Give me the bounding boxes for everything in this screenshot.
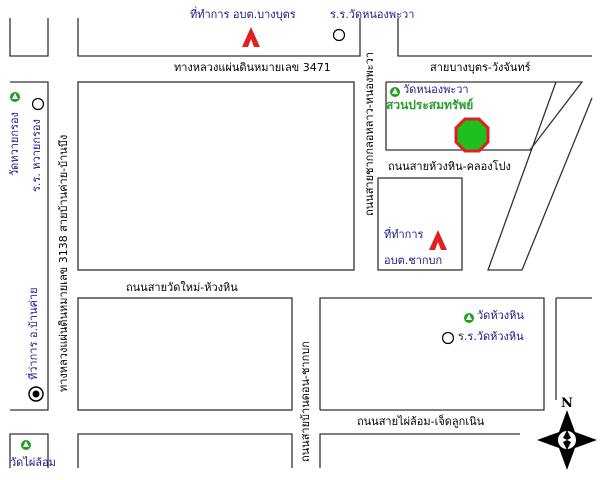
place-school-huaisai: ร.ร. หวายกรอง <box>30 119 43 192</box>
place-wat-huaisai: วัดหวายกรอง <box>8 112 21 176</box>
road-outlines <box>9 18 593 468</box>
place-school-nongpawa: ร.ร.วัดหนองพะวา <box>330 8 415 21</box>
road-label-chakklao-nongpawa: ถนนสายชากกลอหลาว-หนองพะวา <box>363 52 376 216</box>
red-tent-marker-icon <box>241 25 261 53</box>
place-office-bangbut: ที่ทำการ อบต.บางบุตร <box>190 8 296 21</box>
road-label-hw3138: ทางหลวงแผ่นดินหมายเลข 3138 สายบ้านค่าย-บ… <box>57 134 70 392</box>
temple-icon <box>389 83 401 102</box>
place-school-huaihin: ร.ร.วัดห้วงหิน <box>458 330 524 343</box>
place-office-chakbok-line2: อบต.ชากบก <box>384 254 443 267</box>
compass-rose <box>537 410 597 470</box>
road-label-bandon-chakbok: ถนนสายบ้านดอน-ชากบก <box>299 341 312 462</box>
road-label-huaihin-khlongpong: ถนนสายห้วงหิน-คลองโปง <box>388 160 511 173</box>
red-tent-marker-icon <box>428 228 448 256</box>
school-circle-icon <box>332 27 346 46</box>
school-circle-icon <box>441 330 455 349</box>
temple-icon <box>20 436 32 455</box>
place-wat-phailom: วัดไผ่ล้อม <box>10 456 56 469</box>
place-office-bankhai: ที่ว่าการ อ.บ้านค่าย <box>27 287 40 380</box>
place-office-chakbok-line1: ที่ทำการ <box>384 228 424 241</box>
road-label-bangbut-wangchan: สายบางบุตร-วังจันทร์ <box>430 61 531 74</box>
road-label-hw3471: ทางหลวงแผ่นดินหมายเลข 3471 <box>174 61 331 74</box>
school-circle-icon <box>31 96 45 115</box>
place-wat-huaihin: วัดห้วงหิน <box>477 309 524 322</box>
compass-north-label: N <box>561 396 573 411</box>
place-garden: สวนประสมทรัพย์ <box>386 98 474 112</box>
road-label-phailom-jetlook: ถนนสายไผ่ล้อม-เจ็ดลูกเนิน <box>357 415 485 428</box>
district-office-target-icon <box>27 385 45 407</box>
garden-octagon-icon <box>454 117 490 157</box>
place-wat-nongpawa: วัดหนองพะวา <box>403 83 469 96</box>
temple-icon <box>463 309 475 328</box>
road-label-watmai-huaihin: ถนนสายวัดใหม่-ห้วงหิน <box>126 281 238 294</box>
temple-icon <box>9 88 21 107</box>
